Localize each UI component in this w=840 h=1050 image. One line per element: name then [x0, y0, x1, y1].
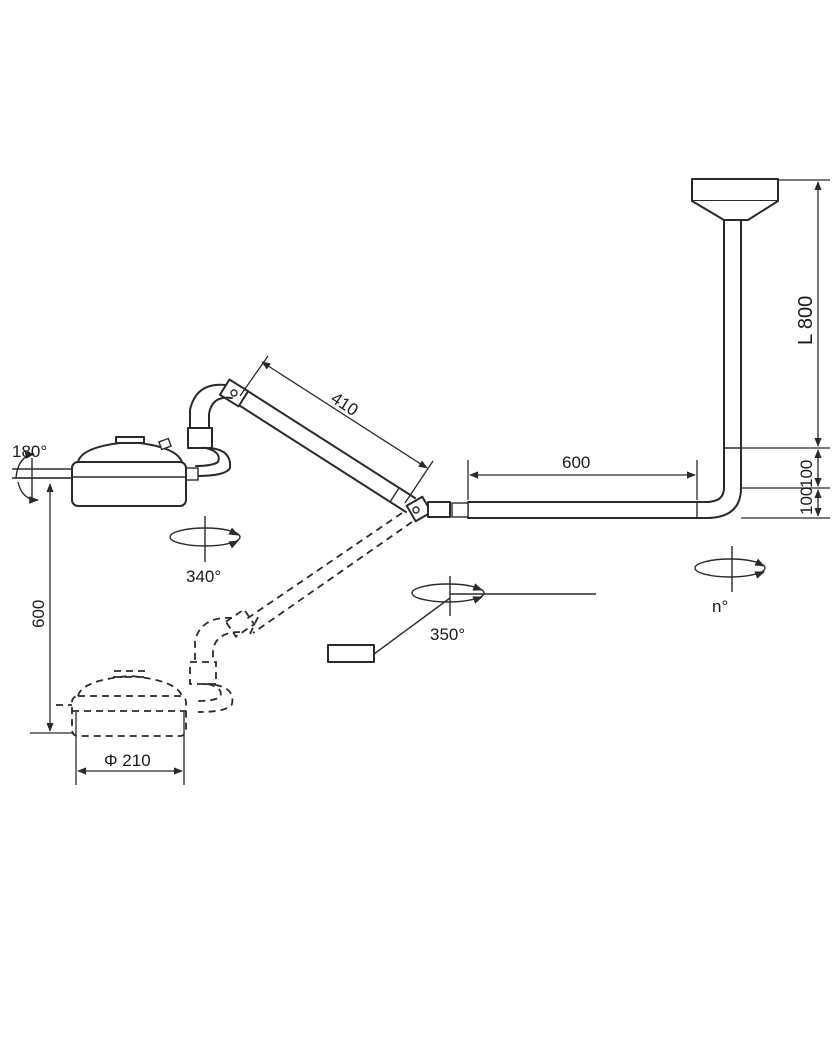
dimension-lamp-diameter: [75, 712, 185, 785]
lower-lamp-head: [56, 670, 187, 737]
lower-dashed-arm: [189, 512, 413, 713]
horizontal-arm: [451, 501, 711, 519]
label-rotation-350: 350°: [430, 625, 465, 644]
arm-joint: [405, 495, 451, 523]
dimension-pole-length: [741, 179, 830, 519]
dimension-410: [239, 355, 434, 504]
rotation-indicator-350: [411, 576, 596, 616]
ceiling-mount: [691, 178, 779, 221]
rotation-indicator-180: [15, 451, 39, 504]
dimension-600-horizontal: [467, 460, 698, 500]
label-lamp-diameter: Φ 210: [104, 751, 151, 770]
label-rotation-180: 180°: [12, 442, 47, 461]
upper-gooseneck: [183, 383, 233, 481]
dimension-600-vertical: [14, 477, 72, 734]
label-offset-upper: 100: [797, 460, 816, 488]
label-offset-lower: 100: [797, 487, 816, 515]
rotation-indicator-340: [169, 516, 241, 562]
upper-lamp-head: [12, 436, 187, 507]
vertical-pole: [705, 219, 742, 519]
label-rotation-n: n°: [712, 597, 728, 616]
label-pole-length: L 800: [795, 296, 817, 345]
label-dimension-600-horizontal: 600: [562, 453, 590, 472]
label-dimension-410: 410: [328, 388, 362, 419]
upper-diagonal-arm: [218, 378, 416, 513]
label-rotation-340: 340°: [186, 567, 221, 586]
rotation-indicator-n: [694, 546, 766, 592]
label-dimension-600-vertical: 600: [29, 600, 48, 628]
control-box: [327, 597, 451, 663]
